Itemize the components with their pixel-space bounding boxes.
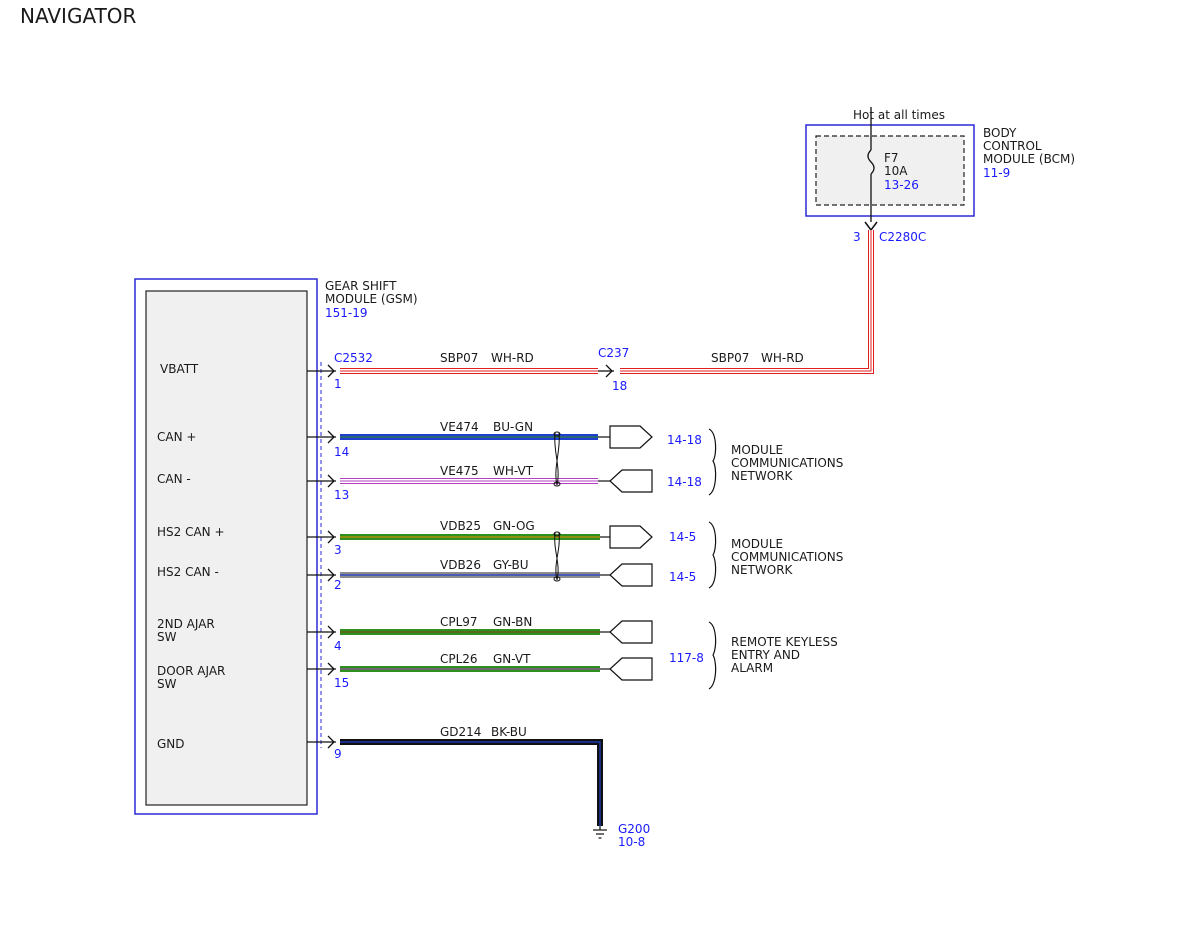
fuse-name: F7	[884, 151, 899, 165]
network-2-line-2: COMMUNICATIONS	[731, 550, 843, 564]
wire-color-sbp07-b: WH-RD	[761, 351, 804, 365]
wire-cpl26[interactable]	[340, 666, 600, 672]
pin-number-14: 14	[334, 445, 349, 459]
offpage-arrow-out-icon	[609, 525, 653, 549]
wire-circuit-vdb25: VDB25	[440, 519, 481, 533]
offpage-arrow-in-icon	[609, 620, 653, 644]
pin-label-hs2-can-minus: HS2 CAN -	[157, 565, 219, 579]
network-2-line-3: NETWORK	[731, 563, 794, 577]
pin-label-vbatt: VBATT	[160, 362, 199, 376]
network-3-line-2: ENTRY AND	[731, 648, 800, 662]
pin-number-15: 15	[334, 676, 349, 690]
fuse-ref[interactable]: 13-26	[884, 178, 919, 192]
pin-label-gnd: GND	[157, 737, 185, 751]
wire-circuit-ve474: VE474	[440, 420, 479, 434]
wire-circuit-cpl26: CPL26	[440, 652, 478, 666]
offpage-arrow-in-icon	[609, 657, 653, 681]
pin-number-9: 9	[334, 747, 342, 761]
ground-name[interactable]: G200	[618, 822, 650, 836]
wire-circuit-sbp07-b: SBP07	[711, 351, 749, 365]
offpage-ref-can-plus[interactable]: 14-18	[667, 433, 702, 447]
pin-label-2nd-ajar-1: 2ND AJAR	[157, 617, 215, 631]
wire-color-gd214: BK-BU	[491, 725, 527, 739]
wire-vdb25[interactable]	[340, 534, 600, 540]
ground-icon	[593, 826, 607, 839]
gsm-ref[interactable]: 151-19	[325, 306, 368, 320]
bcm-inner-box	[815, 135, 965, 206]
offpage-ref-hs2-plus[interactable]: 14-5	[669, 530, 696, 544]
pin-number-3: 3	[334, 543, 342, 557]
offpage-arrow-in-icon	[609, 563, 653, 587]
wire-color-cpl97: GN-BN	[493, 615, 532, 629]
wire-circuit-ve475: VE475	[440, 464, 479, 478]
c237-connector[interactable]	[598, 364, 614, 378]
offpage-connectors	[598, 425, 653, 681]
bcm-pin-number: 3	[853, 230, 861, 244]
network-1-line-3: NETWORK	[731, 469, 794, 483]
offpage-ref-rke[interactable]: 117-8	[669, 651, 704, 665]
pin-number-2: 2	[334, 578, 342, 592]
bcm-connector[interactable]: C2280C	[879, 230, 926, 244]
gsm-module: GEAR SHIFT MODULE (GSM) 151-19 C2532 VBA…	[134, 278, 418, 815]
pin-label-hs2-can-plus: HS2 CAN +	[157, 525, 225, 539]
c237-label[interactable]: C237	[598, 346, 629, 360]
bcm-module: Hot at all times F7 10A 13-26 BODY CONTR…	[805, 107, 1075, 244]
fuse-icon	[867, 149, 875, 175]
page-title: NAVIGATOR	[20, 4, 137, 28]
network-2-line-1: MODULE	[731, 537, 783, 551]
wire-color-vdb25: GN-OG	[493, 519, 535, 533]
offpage-arrow-out-icon	[609, 425, 653, 449]
bcm-name-3: MODULE (BCM)	[983, 152, 1075, 166]
fuse-rating: 10A	[884, 164, 908, 178]
pin-label-can-minus: CAN -	[157, 472, 191, 486]
bcm-pin-arrow-icon	[864, 221, 878, 232]
network-3-line-1: REMOTE KEYLESS	[731, 635, 838, 649]
wire-color-ve474: BU-GN	[493, 420, 533, 434]
bcm-ref[interactable]: 11-9	[983, 166, 1010, 180]
wire-sbp07-riser	[620, 230, 874, 374]
pin-label-door-ajar-2: SW	[157, 677, 177, 691]
pin-number-13: 13	[334, 488, 349, 502]
wire-color-ve475: WH-VT	[493, 464, 534, 478]
offpage-ref-hs2-minus[interactable]: 14-5	[669, 570, 696, 584]
gsm-inner-box	[145, 290, 308, 806]
wire-color-cpl26: GN-VT	[493, 652, 531, 666]
wire-color-sbp07-a: WH-RD	[491, 351, 534, 365]
wire-vdb26[interactable]	[340, 572, 600, 578]
wire-circuit-sbp07-a: SBP07	[440, 351, 478, 365]
offpage-arrow-in-icon	[609, 469, 653, 493]
bcm-name-1: BODY	[983, 126, 1017, 140]
c237-pin: 18	[612, 379, 627, 393]
network-1-line-1: MODULE	[731, 443, 783, 457]
pin-number-1: 1	[334, 377, 342, 391]
twisted-pair-can-icon	[553, 431, 561, 487]
wire-cpl97[interactable]	[340, 629, 600, 635]
wire-circuit-vdb26: VDB26	[440, 558, 481, 572]
gsm-name-1: GEAR SHIFT	[325, 279, 397, 293]
twisted-pair-hs2-icon	[553, 531, 561, 582]
network-1-line-2: COMMUNICATIONS	[731, 456, 843, 470]
brace-icon	[708, 428, 717, 690]
wire-sbp07-gsm[interactable]	[340, 368, 598, 374]
pin-label-door-ajar-1: DOOR AJAR	[157, 664, 225, 678]
gsm-name-2: MODULE (GSM)	[325, 292, 418, 306]
wire-ve475[interactable]	[340, 478, 598, 484]
offpage-ref-can-minus[interactable]: 14-18	[667, 475, 702, 489]
wire-circuit-cpl97: CPL97	[440, 615, 478, 629]
ground-ref[interactable]: 10-8	[618, 835, 645, 849]
pin-number-4: 4	[334, 639, 342, 653]
pin-label-2nd-ajar-2: SW	[157, 630, 177, 644]
bcm-hot-label: Hot at all times	[853, 108, 945, 122]
pin-label-can-plus: CAN +	[157, 430, 196, 444]
wire-color-vdb26: GY-BU	[493, 558, 529, 572]
bcm-name-2: CONTROL	[983, 139, 1042, 153]
network-3-line-3: ALARM	[731, 661, 773, 675]
gsm-connector[interactable]: C2532	[334, 351, 373, 365]
wire-gd214[interactable]	[340, 739, 603, 826]
wire-circuit-gd214: GD214	[440, 725, 481, 739]
